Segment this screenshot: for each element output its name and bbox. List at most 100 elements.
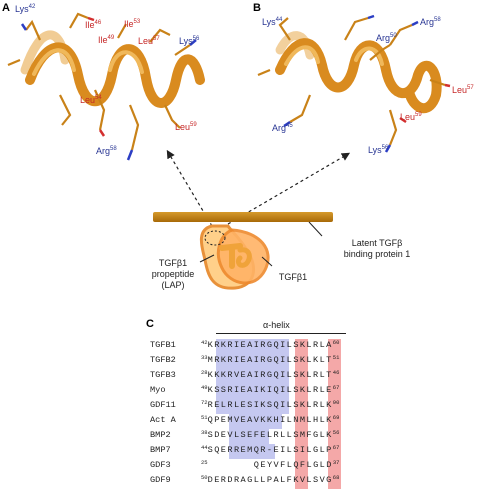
end-position: 67 (332, 444, 340, 451)
sequence-body: 38SDEVLSEFELRLLSMFGLK56 (201, 429, 339, 442)
sequence-name: GDF3 (150, 460, 171, 470)
shade-red (334, 399, 342, 414)
shade-red (328, 354, 335, 369)
shade-red (295, 474, 302, 489)
alignment-row: BMP2 38SDEVLSEFELRLLSMFGLK56 (150, 429, 390, 442)
shade-red (301, 354, 309, 369)
shade-red (301, 339, 309, 354)
shade-red (328, 339, 335, 354)
sequence-body: 49KSSRIEAIKIQILSKLRLE67 (201, 384, 339, 397)
panel-a-helix-structure (7, 12, 205, 161)
panel-label-a: A (2, 2, 10, 14)
residue-label: Lys56 (368, 145, 389, 155)
residue-label: Ile49 (98, 35, 115, 45)
start-position: 50 (201, 474, 208, 481)
shade-red (301, 369, 309, 384)
shade-red (328, 369, 335, 384)
shade-red (334, 339, 342, 354)
shade-red (301, 399, 309, 414)
sequence-text: MRKRIEAIRGQILSKLKLT (207, 355, 333, 365)
shade-red (301, 444, 309, 459)
end-position: 68 (332, 474, 340, 481)
end-position: 90 (332, 399, 340, 406)
start-position: 51 (201, 414, 208, 421)
residue-label: Arg58 (96, 146, 117, 156)
sequence-body: 33MRKRIEAIRGQILSKLKLT51 (201, 354, 339, 367)
shade-red (328, 399, 335, 414)
sequence-name: TGFB1 (150, 340, 176, 350)
end-position: 51 (332, 354, 340, 361)
sequence-text: KKKRVEAIRGQILSKLRLT (207, 370, 333, 380)
alignment-row: GDF11 72RELRLESIKSQILSKLRLK90 (150, 399, 390, 412)
shade-red (334, 429, 342, 444)
shade-blue (229, 444, 276, 459)
shade-red (301, 429, 309, 444)
start-position: 28 (201, 369, 208, 376)
start-position: 42 (201, 339, 208, 346)
sequence-text: DERDRAGLLPALFKVLSVG (207, 475, 333, 485)
tgfb1-label: TGFβ1 (278, 272, 308, 282)
shade-blue (216, 354, 289, 369)
shade-blue (216, 399, 289, 414)
sequence-name: TGFB2 (150, 355, 176, 365)
end-position: 37 (332, 459, 340, 466)
shade-red (334, 444, 342, 459)
residue-label: Lys56 (179, 36, 200, 46)
shade-red (301, 459, 309, 474)
panel-label-b: B (253, 2, 261, 14)
alignment-row: BMP7 44SQERREMQR-EILSILGLP67 (150, 444, 390, 457)
end-position: 60 (332, 339, 340, 346)
sequence-body: 72RELRLESIKSQILSKLRLK90 (201, 399, 339, 412)
sequence-name: TGFB3 (150, 370, 176, 380)
shade-red (328, 474, 335, 489)
shade-red (295, 429, 302, 444)
sequence-text: SQERREMQR-EILSILGLP (207, 445, 333, 455)
sequence-name: BMP7 (150, 445, 171, 455)
start-position: 72 (201, 399, 208, 406)
residue-label: Arg58 (420, 17, 441, 27)
end-position: 67 (332, 384, 340, 391)
residue-label: Leu57 (138, 36, 160, 46)
sequence-name: Act A (150, 415, 176, 425)
shade-red (295, 444, 302, 459)
shade-red (328, 444, 335, 459)
sequence-name: BMP2 (150, 430, 171, 440)
sequence-name: GDF11 (150, 400, 176, 410)
shade-red (301, 474, 309, 489)
residue-label: Leu59 (175, 122, 197, 132)
residue-label: Ile46 (85, 20, 102, 30)
shade-red (328, 459, 335, 474)
sequence-text: KSSRIEAIKIQILSKLRLE (207, 385, 333, 395)
shade-red (301, 384, 309, 399)
sequence-body: 44SQERREMQR-EILSILGLP67 (201, 444, 339, 457)
shade-blue (229, 414, 282, 429)
shade-blue (229, 429, 269, 444)
sequence-text: RELRLESIKSQILSKLRLK (207, 400, 333, 410)
start-position: 33 (201, 354, 208, 361)
sequence-body: 50DERDRAGLLPALFKVLSVG68 (201, 474, 339, 487)
alignment-row: TGFB2 33MRKRIEAIRGQILSKLKLT51 (150, 354, 390, 367)
start-position: 25 (201, 459, 208, 466)
sequence-text: SDEVLSEFELRLLSMFGLK (207, 430, 333, 440)
sequence-body: 42KRKRIEAIRGQILSKLRLA60 (201, 339, 339, 352)
residue-label: Arg50 (376, 33, 397, 43)
shade-red (328, 414, 335, 429)
shade-blue (216, 369, 289, 384)
shade-red (295, 414, 302, 429)
shade-red (334, 459, 342, 474)
shade-red (295, 339, 302, 354)
start-position: 38 (201, 429, 208, 436)
residue-label: Arg45 (272, 123, 293, 133)
end-position: 56 (332, 429, 340, 436)
helix-bar (216, 333, 346, 334)
start-position: 44 (201, 444, 208, 451)
shade-red (328, 384, 335, 399)
residue-label: Leu59 (400, 112, 422, 122)
shade-blue (216, 384, 289, 399)
